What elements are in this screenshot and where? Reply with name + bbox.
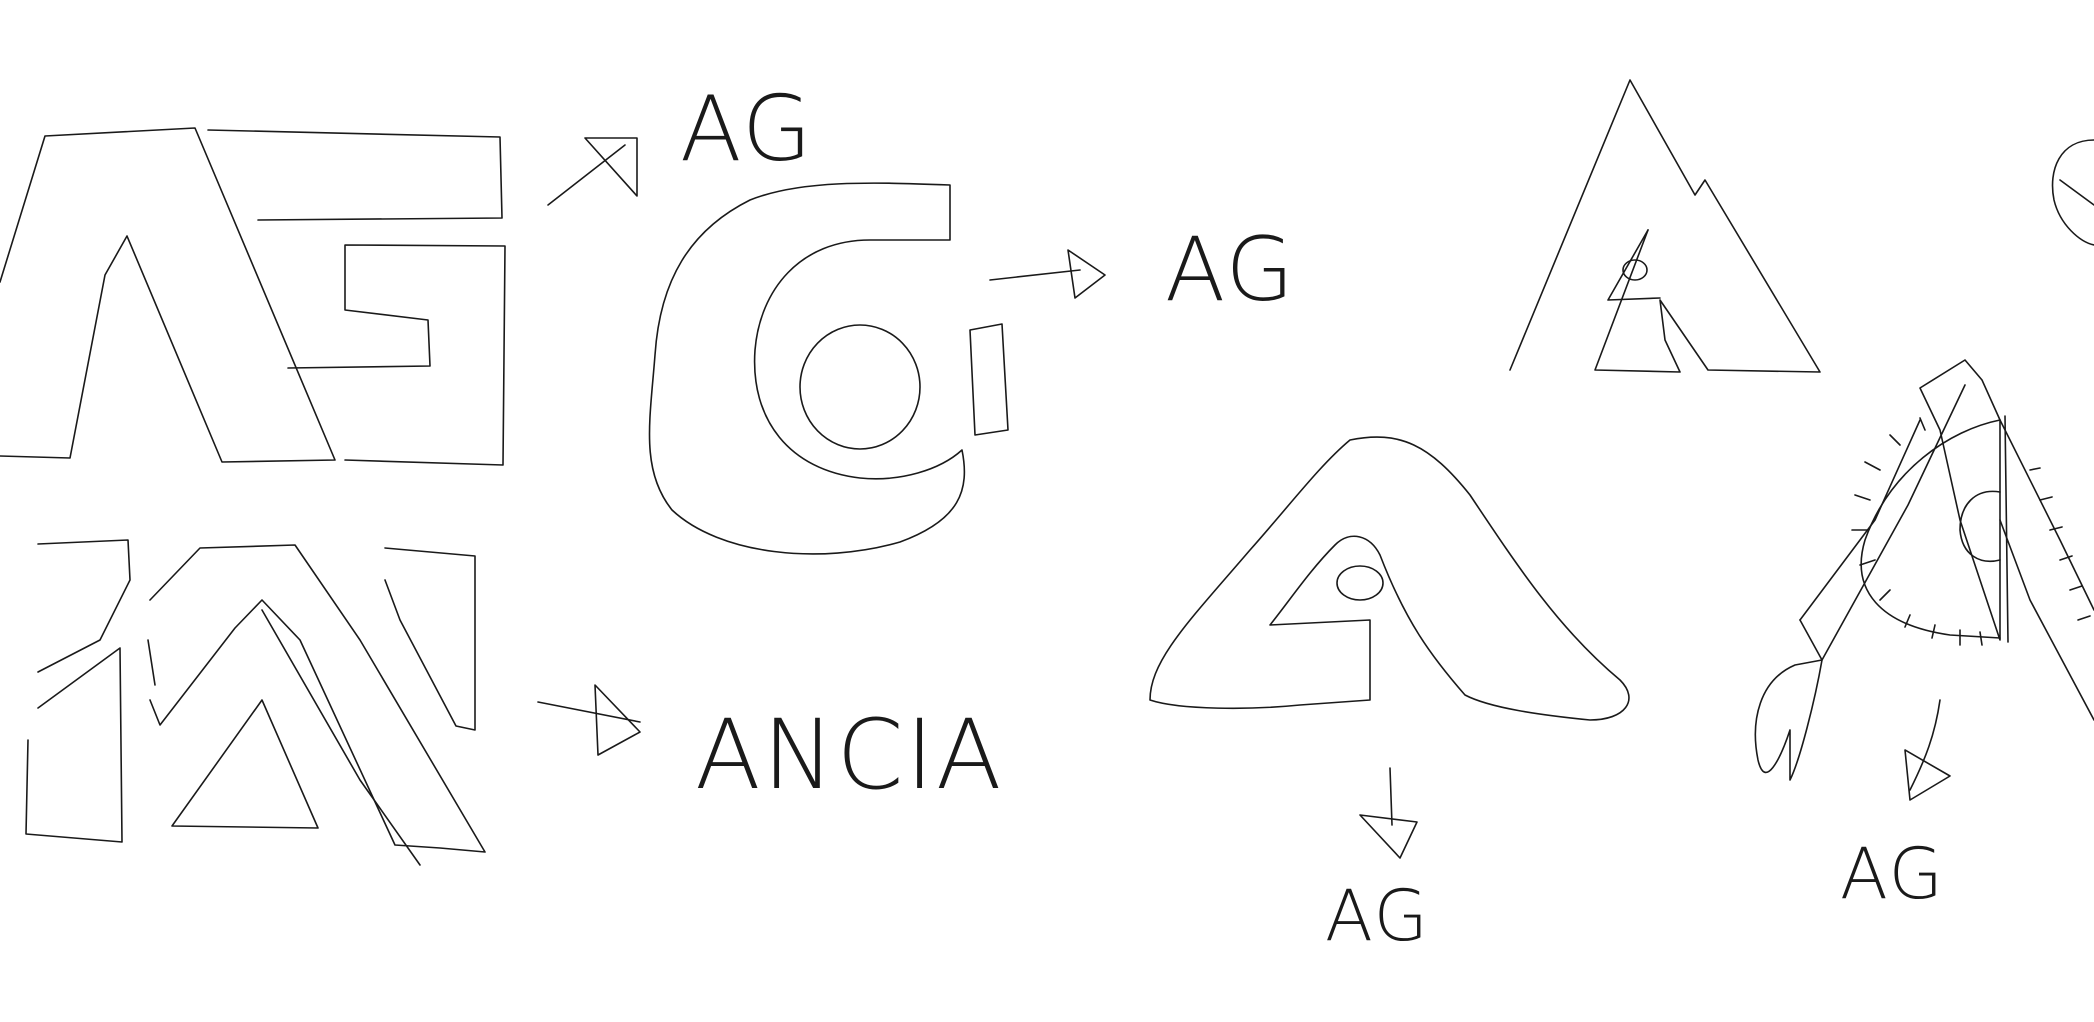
ag-label-middle: AG (1165, 218, 1296, 321)
ancia-label: ANCIA (695, 699, 1004, 811)
arrow-to-ag-middle (989, 249, 1106, 299)
g-circle-sketch (648, 182, 1009, 555)
blocky-ag-sketch (0, 127, 506, 466)
rounded-a-sketch (1149, 436, 1630, 721)
arrow-to-ag-bottom-right (1904, 699, 1951, 801)
arrow-to-ancia (537, 684, 641, 756)
ag-label-top-left: AG (680, 77, 814, 182)
ag-label-bottom-center: AG (1325, 875, 1430, 957)
ornate-a-sketch (1754, 139, 2094, 781)
arrow-to-ag-bottom (1359, 767, 1418, 859)
ag-label-bottom-right: AG (1840, 833, 1945, 915)
mountain-a-sketch (1509, 79, 1821, 373)
blocky-a-sketch (25, 539, 486, 866)
arrow-to-ag-top (547, 137, 638, 206)
